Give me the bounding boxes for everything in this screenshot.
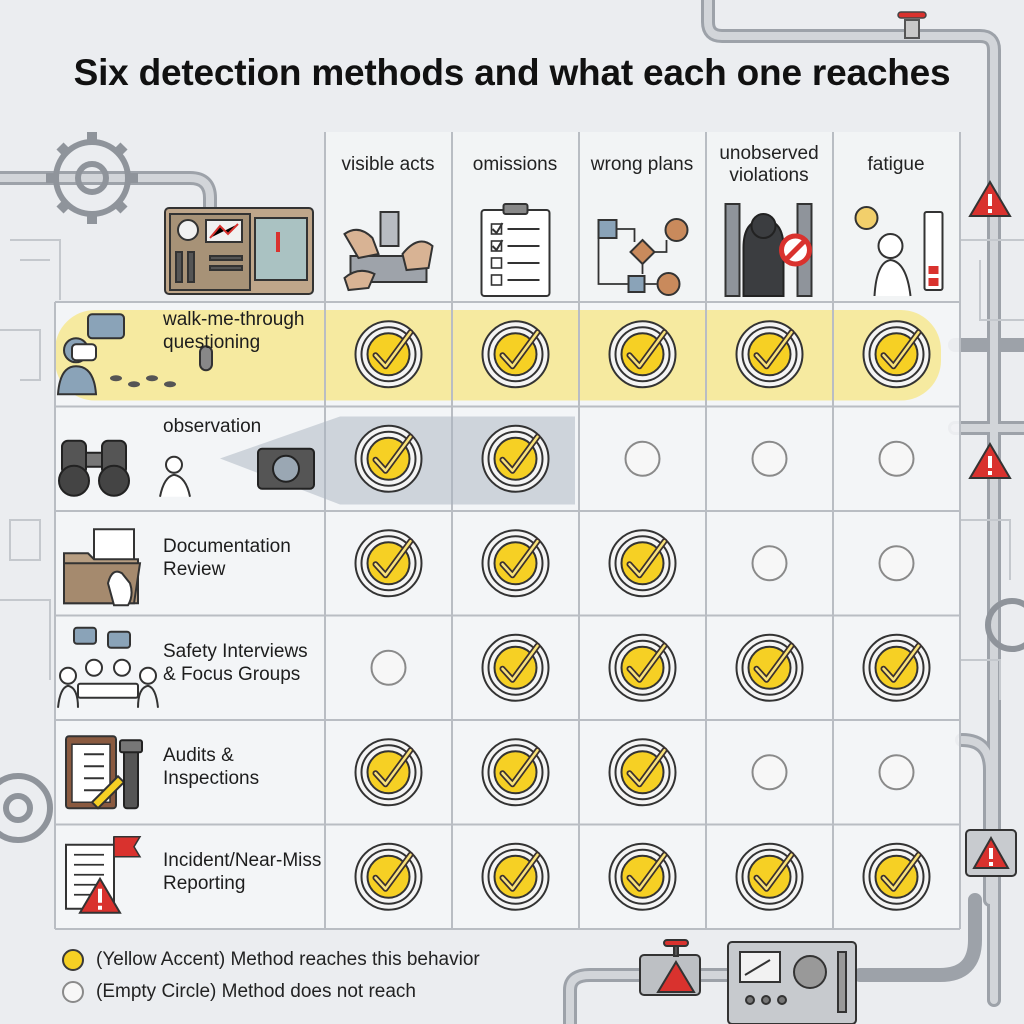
no-reach-circle-icon	[878, 754, 915, 791]
row-label: walk-me-through questioning	[163, 309, 305, 354]
no-reach-circle-icon	[751, 754, 788, 791]
column-header: unobserved violations	[719, 143, 819, 186]
reach-check-icon	[608, 633, 677, 702]
control-unit-icon	[164, 207, 314, 295]
reach-check-icon	[481, 424, 550, 493]
presenter-speech-icon	[56, 313, 213, 396]
flowchart-question-icon	[597, 218, 689, 296]
reach-check-icon	[481, 320, 550, 389]
clipboard-flashlight-icon	[65, 735, 143, 810]
folder-documents-icon	[63, 528, 142, 607]
column-header: wrong plans	[590, 154, 694, 175]
reach-check-icon	[481, 633, 550, 702]
reach-check-icon	[354, 424, 423, 493]
legend-label: (Empty Circle) Method does not reach	[96, 981, 416, 1002]
valve-icon	[897, 11, 927, 39]
row-label: Audits & Inspections	[163, 745, 260, 790]
legend-item-reaches: (Yellow Accent) Method reaches this beha…	[62, 946, 480, 974]
reach-check-icon	[481, 529, 550, 598]
hands-machine-icon	[343, 211, 434, 292]
hidden-person-icon	[724, 203, 813, 297]
column-header: visible acts	[341, 154, 435, 175]
no-reach-circle-icon	[751, 545, 788, 582]
warning-icon	[965, 180, 1017, 877]
reach-check-icon	[608, 320, 677, 389]
reach-check-icon	[735, 633, 804, 702]
legend-item-not-reaches: (Empty Circle) Method does not reach	[62, 978, 416, 1006]
empty-circle-icon	[62, 981, 84, 1003]
reach-check-icon	[608, 529, 677, 598]
no-reach-circle-icon	[624, 440, 661, 477]
tired-person-battery-icon	[854, 206, 944, 297]
report-warning-icon	[65, 836, 142, 914]
checklist-clipboard-icon	[480, 203, 551, 297]
reach-check-icon	[354, 529, 423, 598]
row-label: Incident/Near-Miss Reporting	[163, 849, 322, 894]
row-label: Safety Interviews & Focus Groups	[163, 640, 308, 685]
no-reach-circle-icon	[878, 440, 915, 477]
reach-check-icon	[481, 842, 550, 911]
row-label: observation	[163, 415, 262, 437]
reach-check-icon	[608, 842, 677, 911]
legend-label: (Yellow Accent) Method reaches this beha…	[96, 949, 480, 970]
column-header: fatigue	[867, 154, 925, 175]
reach-check-icon	[735, 842, 804, 911]
binoculars-camera-icon	[58, 439, 315, 497]
reach-check-icon	[354, 738, 423, 807]
reach-check-icon	[735, 320, 804, 389]
reach-check-icon	[608, 738, 677, 807]
no-reach-circle-icon	[751, 440, 788, 477]
no-reach-circle-icon	[370, 649, 407, 686]
group-discussion-icon	[57, 626, 159, 708]
column-header: omissions	[472, 154, 558, 175]
control-panel-icon	[639, 939, 857, 1024]
no-reach-circle-icon	[878, 545, 915, 582]
reach-check-icon	[354, 842, 423, 911]
row-label: Documentation Review	[163, 536, 291, 581]
page-title: Six detection methods and what each one …	[73, 52, 951, 93]
filled-circle-icon	[62, 949, 84, 971]
reach-check-icon	[862, 842, 931, 911]
reach-check-icon	[862, 633, 931, 702]
reach-check-icon	[354, 320, 423, 389]
reach-check-icon	[862, 320, 931, 389]
reach-check-icon	[481, 738, 550, 807]
